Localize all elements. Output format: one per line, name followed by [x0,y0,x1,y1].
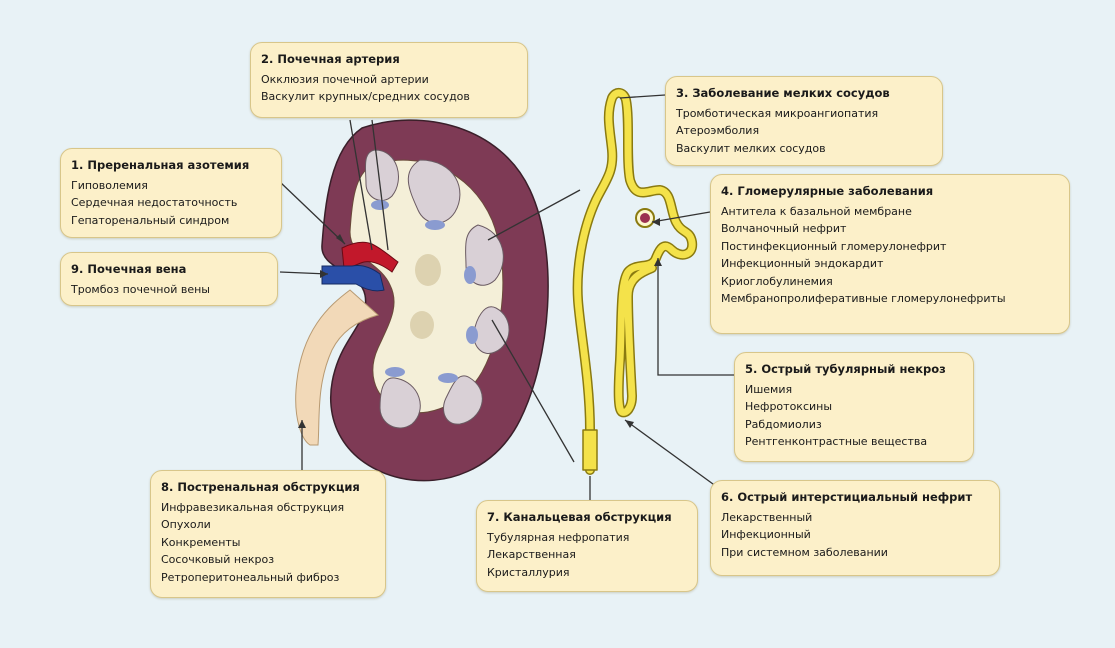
box-item: Гиповолемия [71,177,271,195]
box-item: Кристаллурия [487,564,687,582]
box-item: Конкременты [161,534,375,552]
box-item: Мембранопролиферативные гломерулонефриты [721,290,1059,308]
box-item: При системном заболевании [721,544,989,562]
box-prerenal-azotemia: 1. Преренальная азотемия Гиповолемия Сер… [60,148,282,238]
box-title: 1. Преренальная азотемия [71,157,271,175]
box-title: 7. Канальцевая обструкция [487,509,687,527]
box-item: Волчаночный нефрит [721,220,1059,238]
box-item: Тромботическая микроангиопатия [676,105,932,123]
box-item: Атероэмболия [676,122,932,140]
box-item: Сердечная недостаточность [71,194,271,212]
box-title: 6. Острый интерстициальный нефрит [721,489,989,507]
box-acute-tubular-necrosis: 5. Острый тубулярный некроз Ишемия Нефро… [734,352,974,462]
box-title: 5. Острый тубулярный некроз [745,361,963,379]
box-item: Опухоли [161,516,375,534]
box-postrenal-obstruction: 8. Постренальная обструкция Инфравезикал… [150,470,386,598]
box-renal-artery: 2. Почечная артерия Окклюзия почечной ар… [250,42,528,118]
box-item: Рентгенконтрастные вещества [745,433,963,451]
box-item: Лекарственный [721,509,989,527]
box-renal-vein: 9. Почечная вена Тромбоз почечной вены [60,252,278,306]
box-title: 3. Заболевание мелких сосудов [676,85,932,103]
box-item: Нефротоксины [745,398,963,416]
box-item: Инфравезикальная обструкция [161,499,375,517]
box-item: Антитела к базальной мембране [721,203,1059,221]
box-item: Инфекционный [721,526,989,544]
box-tubular-obstruction: 7. Канальцевая обструкция Тубулярная неф… [476,500,698,592]
box-item: Сосочковый некроз [161,551,375,569]
box-item: Криоглобулинемия [721,273,1059,291]
box-item: Тубулярная нефропатия [487,529,687,547]
box-item: Васкулит крупных/средних сосудов [261,88,517,106]
box-title: 8. Постренальная обструкция [161,479,375,497]
box-item: Ишемия [745,381,963,399]
box-acute-interstitial-nephritis: 6. Острый интерстициальный нефрит Лекарс… [710,480,1000,576]
box-item: Тромбоз почечной вены [71,281,267,299]
box-item: Инфекционный эндокардит [721,255,1059,273]
box-small-vessel-disease: 3. Заболевание мелких сосудов Тромботиче… [665,76,943,166]
box-title: 9. Почечная вена [71,261,267,279]
box-item: Постинфекционный гломерулонефрит [721,238,1059,256]
box-item: Окклюзия почечной артерии [261,71,517,89]
box-item: Рабдомиолиз [745,416,963,434]
box-title: 4. Гломерулярные заболевания [721,183,1059,201]
box-item: Васкулит мелких сосудов [676,140,932,158]
box-item: Ретроперитонеальный фиброз [161,569,375,587]
box-glomerular-disease: 4. Гломерулярные заболевания Антитела к … [710,174,1070,334]
box-item: Лекарственная [487,546,687,564]
box-title: 2. Почечная артерия [261,51,517,69]
box-item: Гепаторенальный синдром [71,212,271,230]
